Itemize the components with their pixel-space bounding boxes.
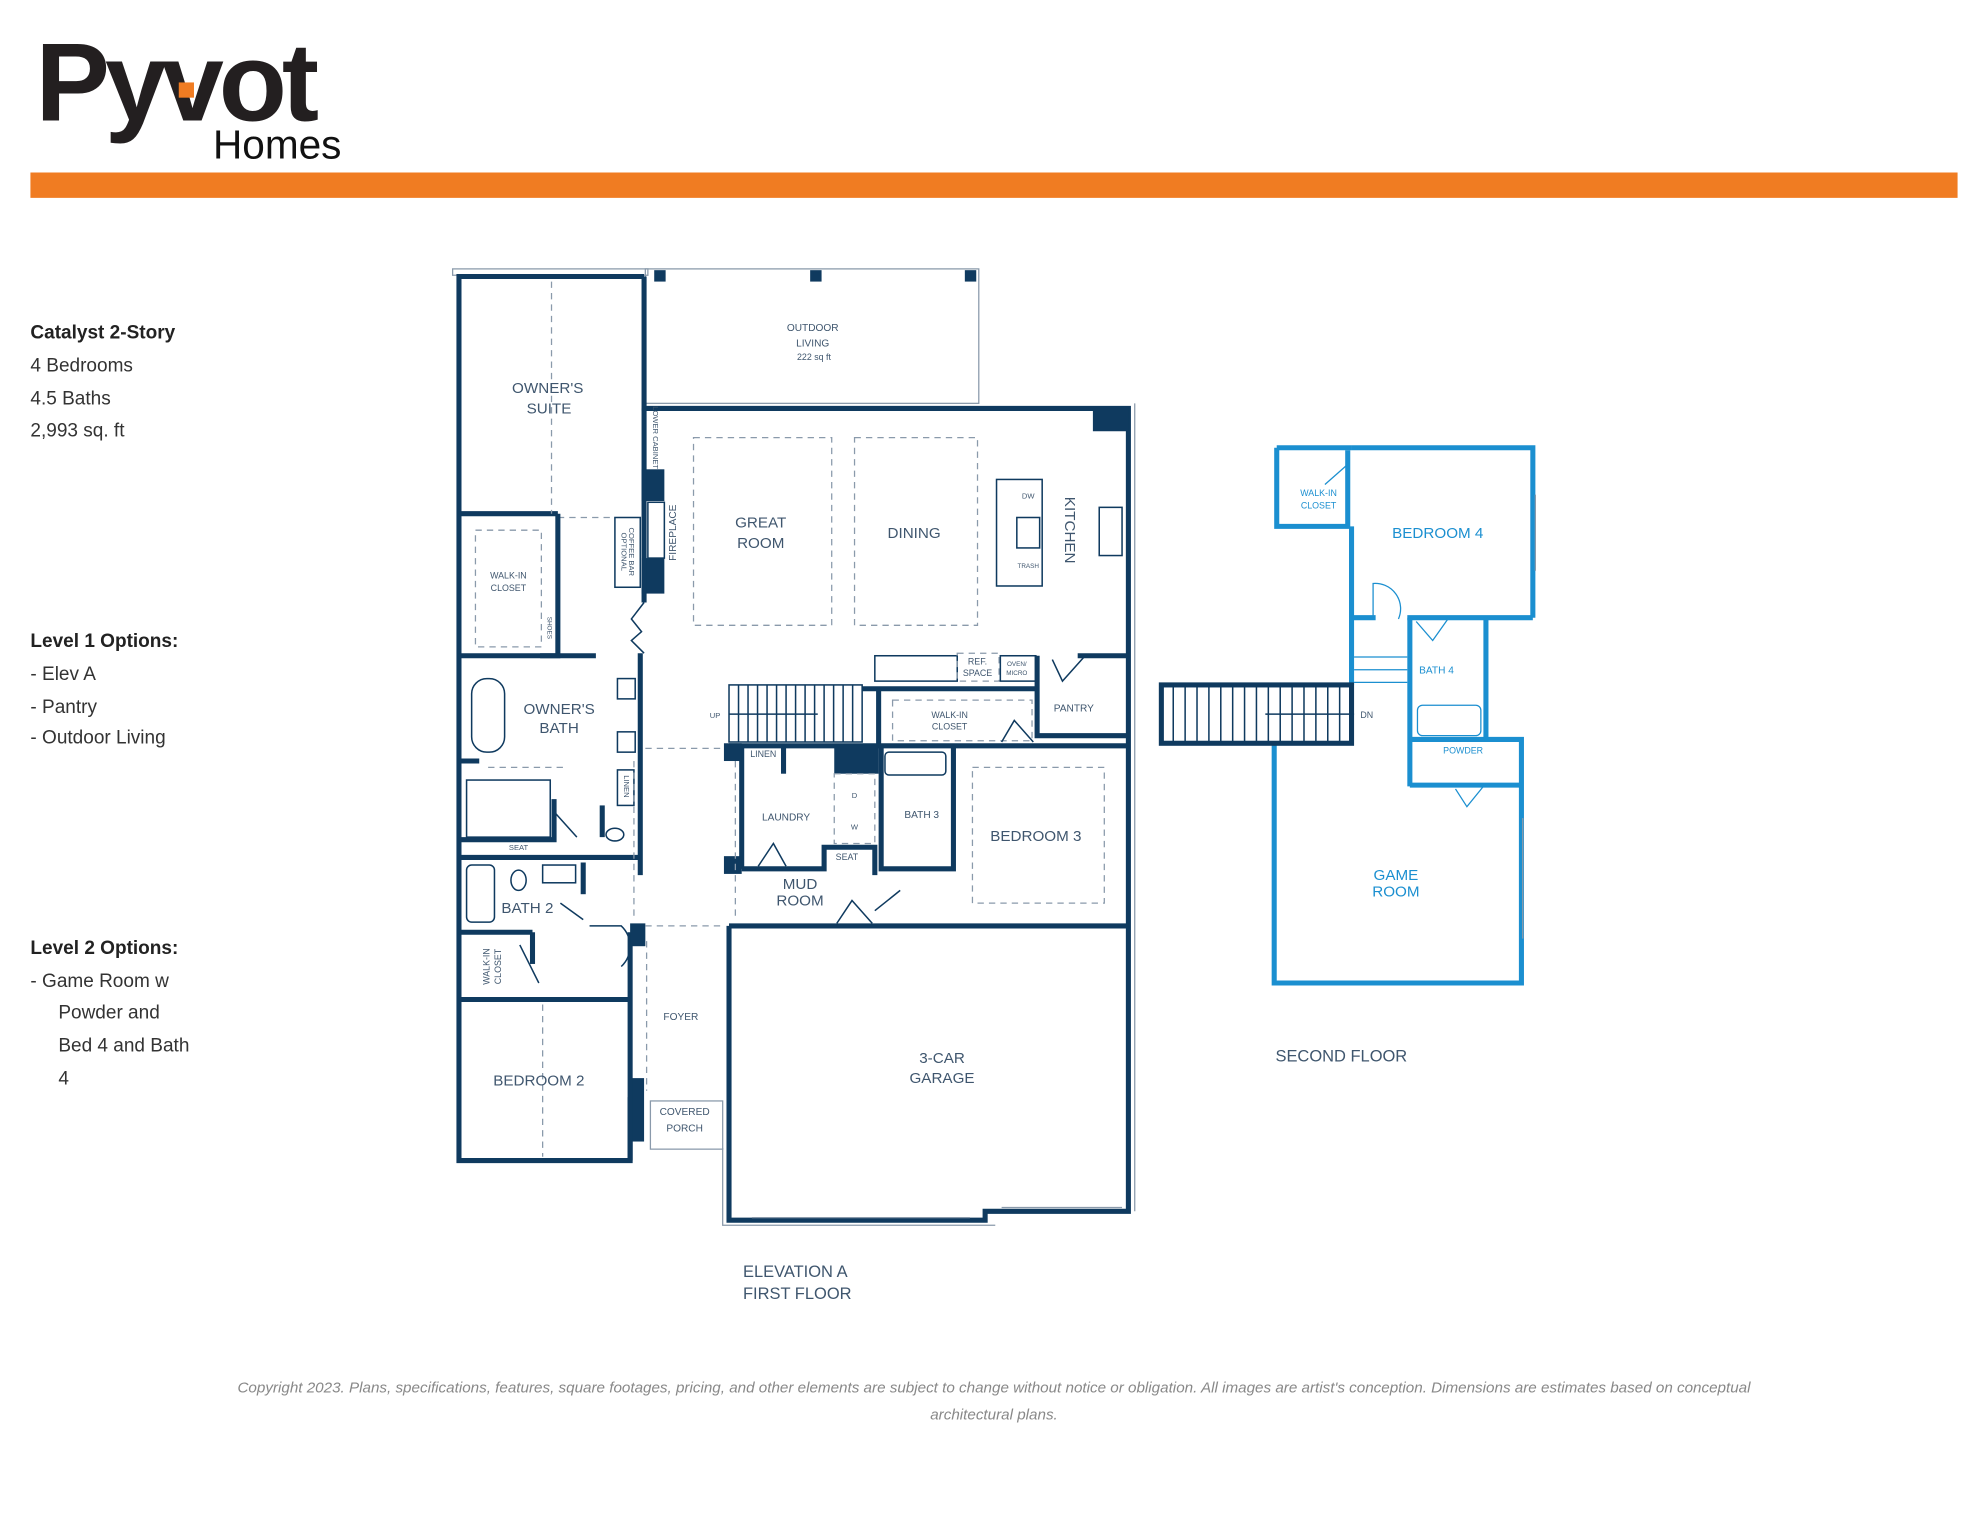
level1-option: - Outdoor Living — [30, 727, 165, 748]
baths: 4.5 Baths — [30, 389, 110, 410]
second-floor-plan — [1158, 445, 1537, 986]
level2-option: - Game Room w — [30, 971, 169, 992]
pyvot-logo: Pyvot Homes — [36, 19, 342, 167]
svg-text:LINEN: LINEN — [622, 775, 631, 797]
svg-text:OPTIONALCOFFEE BAR: OPTIONALCOFFEE BAR — [619, 527, 636, 576]
level2-option: Bed 4 and Bath — [58, 1035, 189, 1056]
svg-text:LAUNDRY: LAUNDRY — [762, 813, 810, 824]
svg-text:SHOES: SHOES — [546, 617, 553, 639]
svg-text:BATH 3: BATH 3 — [904, 810, 939, 821]
svg-text:LOWER CABINET: LOWER CABINET — [651, 406, 660, 469]
level2-option: Powder and — [58, 1003, 159, 1024]
orange-header-bar — [30, 172, 1958, 198]
second-floor-caption: SECOND FLOOR — [1275, 1048, 1407, 1066]
svg-text:D: D — [852, 791, 858, 800]
svg-text:POWDER: POWDER — [1443, 745, 1483, 755]
svg-text:WALK-INCLOSET: WALK-INCLOSET — [931, 710, 968, 731]
plan-title: Catalyst 2-Story — [30, 323, 175, 344]
svg-text:WALK-INCLOSET: WALK-INCLOSET — [490, 570, 527, 593]
level1-option: - Elev A — [30, 664, 96, 685]
svg-text:BATH 2: BATH 2 — [501, 900, 553, 917]
svg-text:LINEN: LINEN — [750, 749, 776, 759]
first-floor-plan — [451, 268, 1136, 1226]
svg-text:FOYER: FOYER — [663, 1012, 698, 1023]
svg-text:BEDROOM 3: BEDROOM 3 — [990, 828, 1081, 845]
svg-text:SEAT: SEAT — [836, 852, 859, 862]
copyright-notice: Copyright 2023. Plans, specifications, f… — [237, 1380, 1751, 1424]
svg-text:OVEN/MICRO: OVEN/MICRO — [1006, 661, 1027, 677]
svg-text:REF.SPACE: REF.SPACE — [963, 657, 992, 678]
svg-text:WALK-INCLOSET: WALK-INCLOSET — [1300, 488, 1337, 511]
bedrooms: 4 Bedrooms — [30, 356, 133, 377]
level2-option: 4 — [58, 1068, 69, 1089]
svg-text:TRASH: TRASH — [1018, 563, 1040, 570]
level2-options-title: Level 2 Options: — [30, 938, 178, 959]
svg-text:DINING: DINING — [888, 525, 941, 542]
svg-text:FIREPLACE: FIREPLACE — [668, 504, 679, 561]
svg-text:SEAT: SEAT — [509, 843, 529, 852]
svg-text:KITCHEN: KITCHEN — [1061, 497, 1078, 564]
svg-text:DN: DN — [1360, 710, 1373, 720]
svg-text:PANTRY: PANTRY — [1054, 704, 1094, 715]
svg-text:DW: DW — [1022, 491, 1035, 500]
svg-text:BEDROOM 4: BEDROOM 4 — [1392, 525, 1484, 542]
svg-text:Homes: Homes — [213, 122, 341, 168]
svg-text:W: W — [851, 823, 859, 832]
svg-text:WALK-INCLOSET: WALK-INCLOSET — [481, 948, 502, 985]
svg-text:BEDROOM 2: BEDROOM 2 — [493, 1073, 584, 1090]
svg-text:Pyvot: Pyvot — [36, 19, 318, 144]
level1-option: - Pantry — [30, 697, 97, 718]
svg-text:BATH 4: BATH 4 — [1419, 666, 1454, 677]
square-footage: 2,993 sq. ft — [30, 420, 125, 441]
svg-text:UP: UP — [710, 711, 721, 720]
level1-options-title: Level 1 Options: — [30, 631, 178, 652]
